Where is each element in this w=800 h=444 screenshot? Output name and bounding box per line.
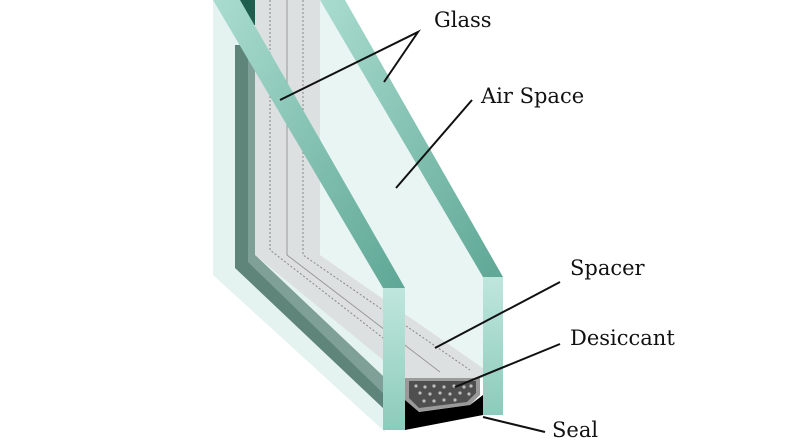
label-glass: Glass [434,8,492,32]
air-space-leader-line [395,99,473,189]
glass-pane-right-edge [320,0,503,277]
seal-leader-line [482,416,546,433]
spacer-surface [255,0,483,378]
seal [405,395,483,430]
glass-pane-left-face [383,288,405,430]
air-space [320,0,483,368]
label-spacer: Spacer [570,256,645,280]
desiccant-beads [414,384,473,403]
label-desiccant: Desiccant [570,326,675,350]
spacer-dotted-line [269,0,406,356]
spacer-leader-line [434,281,561,349]
desiccant-leader-line [454,343,561,388]
glass-pane-left-edge [213,0,405,288]
glass-pane-right-face [483,277,503,415]
label-seal: Seal [552,418,599,442]
label-air-space: Air Space [481,84,585,108]
leader-lines [279,29,561,433]
spacer-dotted-line [302,0,471,371]
glass-leader-line [279,29,421,101]
frame-band-inner [248,50,385,395]
